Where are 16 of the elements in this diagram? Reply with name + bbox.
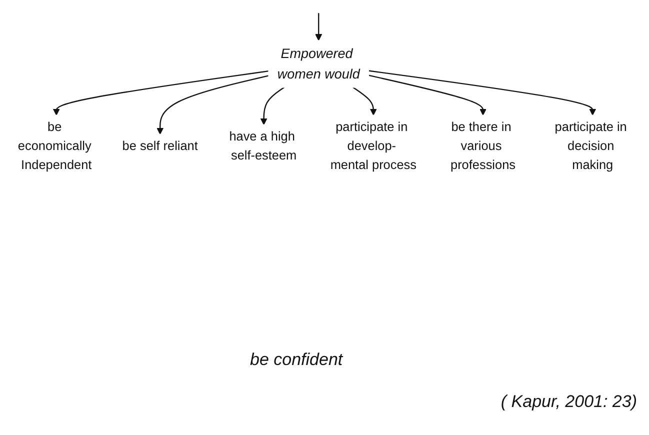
arrow xyxy=(352,86,377,116)
node-text: be there in various professions xyxy=(450,120,516,172)
node-text: participate in decision making xyxy=(554,120,627,172)
node-text: Empowered women would xyxy=(277,46,360,82)
node-text: participate in develop- mental process xyxy=(330,120,416,172)
node-text: have a high self-esteem xyxy=(229,130,297,163)
arrow xyxy=(52,70,269,116)
arrow xyxy=(315,12,322,41)
citation-text: ( Kapur, 2001: 23) xyxy=(500,392,637,412)
arrow xyxy=(260,86,285,125)
node-text: be economically Independent xyxy=(18,120,92,172)
arrow xyxy=(156,75,269,135)
node-text: be self reliant xyxy=(122,140,198,154)
arrow xyxy=(368,70,596,116)
note-text: be confident xyxy=(250,350,343,370)
arrow xyxy=(368,74,486,116)
